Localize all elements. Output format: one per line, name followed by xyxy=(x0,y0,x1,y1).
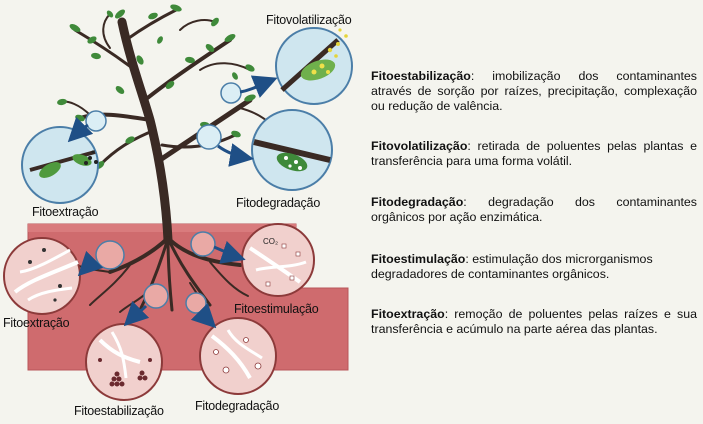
label-fitovolatilizacao: Fitovolatilização xyxy=(266,13,352,27)
definition-fitovolatilizacao: Fitovolatilização: retirada de poluentes… xyxy=(371,139,697,169)
fitodegradacao-soil-bubble xyxy=(199,317,277,395)
label-fitoestabilizacao: Fitoestabilização xyxy=(74,404,164,418)
label-fitoextracao-top: Fitoextração xyxy=(32,205,99,219)
definition-fitodegradacao: Fitodegradação: degradação dos contamina… xyxy=(371,195,697,225)
fitovolatilizacao-bubble xyxy=(275,27,353,105)
definition-text: : imobilização dos contaminantes através… xyxy=(371,69,697,113)
definition-text: : retirada de poluentes pelas plantas e … xyxy=(371,139,697,168)
label-fitodegradacao-soil: Fitodegradação xyxy=(195,399,280,413)
label-fitoestimulacao: Fitoestimulação xyxy=(234,302,319,316)
definition-text: : estimulação dos microrganismos degrada… xyxy=(371,252,653,281)
definition-text: : degradação dos contaminantes orgânicos… xyxy=(371,195,697,224)
definition-term: Fitoestabilização xyxy=(371,69,471,83)
label-fitoextracao-soil: Fitoextração xyxy=(3,316,70,330)
definition-term: Fitodegradação xyxy=(371,195,464,209)
definition-term: Fitoextração xyxy=(371,307,445,321)
fitodegradacao-top-bubble xyxy=(251,109,333,191)
fitoestimulacao-bubble: CO₂ xyxy=(241,223,315,297)
definition-fitoextracao: Fitoextração: remoção de poluentes pelas… xyxy=(371,307,697,337)
definition-fitoestabilizacao: Fitoestabilização: imobilização dos cont… xyxy=(371,69,697,113)
definition-fitoestimulacao: Fitoestimulação: estimulação dos microrg… xyxy=(371,252,697,282)
definition-term: Fitoestimulação xyxy=(371,252,466,266)
fitoextracao-top-bubble xyxy=(21,126,99,204)
fitoestabilizacao-bubble xyxy=(85,323,163,401)
label-fitodegradacao-top: Fitodegradação xyxy=(236,196,321,210)
soil-top-band xyxy=(28,224,296,232)
co2-label: CO₂ xyxy=(263,237,278,246)
process-arrows xyxy=(67,75,278,329)
definition-text: : remoção de poluentes pelas raízes e su… xyxy=(371,307,697,336)
definition-term: Fitovolatilização xyxy=(371,139,468,153)
fitoextracao-soil-bubble xyxy=(3,237,81,315)
